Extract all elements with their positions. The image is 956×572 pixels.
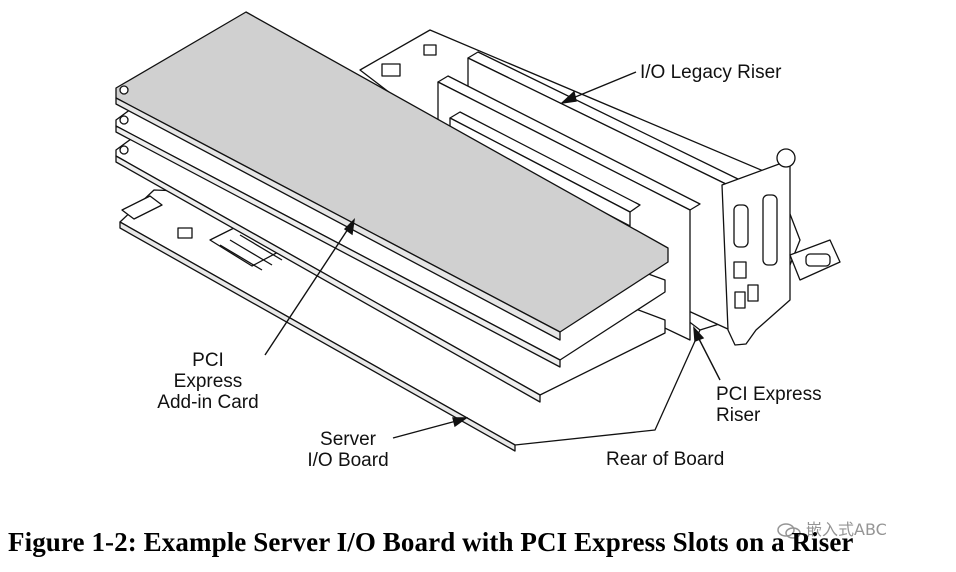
pcie-add-in-card-1 [115,11,669,341]
label-pcie-add-in-card: PCI Express Add-in Card [156,350,260,413]
arrow-server-board [392,417,469,439]
label-server-io-board-line2: I/O Board [307,450,389,471]
label-rear-of-board: Rear of Board [606,449,725,470]
label-pcie-riser-line2: Riser [716,405,761,426]
label-pcie-riser: PCI Express Riser [716,384,822,426]
label-pcie-riser-line1: PCI Express [716,384,822,405]
label-io-legacy-riser: I/O Legacy Riser [640,62,782,83]
label-server-io-board-line1: Server [320,429,376,450]
watermark-text: 嵌入式ABC [806,520,887,539]
server-io-board-diagram [115,11,841,452]
figure-caption: Figure 1-2: Example Server I/O Board wit… [8,527,854,557]
arrow-legacy-riser [559,71,637,105]
arrow-pcie-card [264,218,355,356]
label-pcie-add-in-card-line1: PCI Express [173,350,243,392]
arrow-pcie-riser [693,326,721,381]
label-server-io-board: Server I/O Board [300,429,396,471]
wechat-icon [777,522,801,539]
watermark: 嵌入式ABC [776,516,887,540]
label-pcie-add-in-card-line2: Add-in Card [157,392,259,413]
rear-io-bracket [721,148,841,346]
